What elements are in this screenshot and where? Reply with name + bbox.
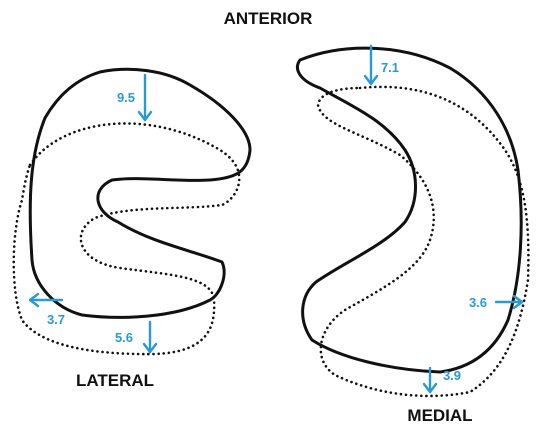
lateral-lateral-value: 3.7 bbox=[47, 312, 65, 327]
anterior-label: ANTERIOR bbox=[224, 9, 313, 28]
medial-anterior-value: 7.1 bbox=[381, 60, 399, 75]
medial-posterior-value: 3.9 bbox=[443, 368, 461, 383]
medial-label: MEDIAL bbox=[407, 406, 472, 425]
measurements: 9.5 3.7 5.6 7.1 3.6 3.9 bbox=[30, 46, 522, 392]
medial-medial-value: 3.6 bbox=[469, 295, 487, 310]
lateral-label: LATERAL bbox=[76, 371, 154, 390]
lateral-meniscus-outline bbox=[30, 69, 250, 317]
medial-meniscus-displaced-outline bbox=[318, 87, 528, 396]
lateral-anterior-value: 9.5 bbox=[117, 90, 135, 105]
lateral-posterior-value: 5.6 bbox=[115, 330, 133, 345]
medial-meniscus bbox=[297, 48, 528, 396]
